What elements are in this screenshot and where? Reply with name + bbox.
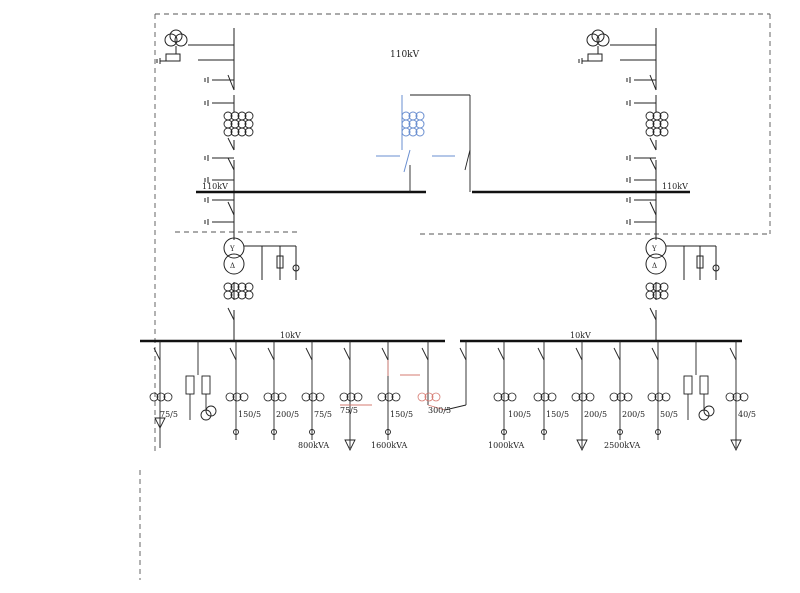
- right-transformer-icon: Y Δ: [645, 237, 720, 280]
- svg-text:Δ: Δ: [230, 262, 235, 270]
- left-capacity-1: 800kVA: [298, 441, 329, 450]
- right-feeder-label-3: 200/5: [584, 410, 607, 419]
- left-feeder-label-7: 300/5: [428, 406, 451, 415]
- top-voltage-label: 110kV: [390, 50, 420, 60]
- left-hv-bus-label: 110kV: [202, 182, 228, 191]
- right-ct-top: [645, 111, 669, 137]
- svg-text:Y: Y: [651, 245, 657, 253]
- left-highlight: [340, 360, 446, 411]
- left-pt-icon: [160, 29, 188, 62]
- left-hv-chain: [188, 28, 235, 340]
- left-ct-top: [223, 111, 254, 137]
- right-capacity-2: 2500kVA: [604, 441, 640, 450]
- right-capacity-1: 1000kVA: [488, 441, 524, 450]
- right-feeder-label-4: 200/5: [622, 410, 645, 419]
- left-capacity-2: 1600kVA: [371, 441, 407, 450]
- right-feeder-arresters: [501, 429, 742, 452]
- left-hv-ground-icons: [156, 58, 209, 225]
- left-feeder-label-6: 150/5: [390, 410, 413, 419]
- right-lv-bus-label: 10kV: [570, 331, 591, 340]
- right-hv-ground-icons: [578, 58, 631, 225]
- left-feeder-label-4: 75/5: [314, 410, 332, 419]
- right-feeders: [444, 341, 737, 448]
- left-feeder-label-5: 75/5: [340, 406, 358, 415]
- svg-text:Δ: Δ: [652, 262, 657, 270]
- right-feeder-label-6: 40/5: [738, 410, 756, 419]
- svg-text:Y: Y: [229, 245, 235, 253]
- right-feeder-label-2: 150/5: [546, 410, 569, 419]
- right-ct-mid: [645, 282, 669, 300]
- left-feeder-label-1: 75/5: [160, 410, 178, 419]
- right-hv-chain: [610, 28, 657, 340]
- right-feeder-label-5: 50/5: [660, 410, 678, 419]
- right-feeder-cts: [493, 392, 749, 402]
- right-hv-bus-label: 110kV: [662, 182, 688, 191]
- left-feeder-label-3: 200/5: [276, 410, 299, 419]
- left-feeder-arresters: [154, 417, 391, 452]
- left-highlight-ct: [417, 392, 441, 402]
- right-feeder-label-1: 100/5: [508, 410, 531, 419]
- left-feeders: [153, 341, 429, 448]
- left-ct-mid: [223, 282, 254, 300]
- left-feeder-cts: [149, 392, 401, 402]
- left-transformer-icon: Y Δ: [223, 237, 300, 280]
- dashed-boundary: [139, 13, 771, 580]
- left-feeder-label-2: 150/5: [238, 410, 261, 419]
- bus-tie: [409, 94, 471, 192]
- right-pt-icon: [582, 29, 610, 62]
- left-lv-bus-label: 10kV: [280, 331, 301, 340]
- bus-tie-highlight: [376, 95, 455, 173]
